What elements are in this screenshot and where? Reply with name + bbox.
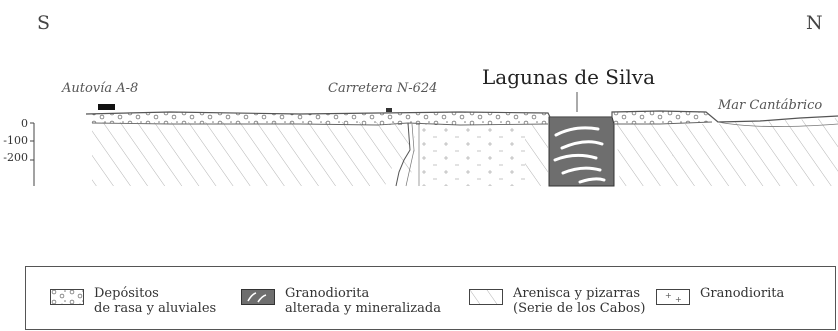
- south-label: S: [37, 12, 51, 34]
- sandstone-slate-body-mid: [525, 124, 548, 186]
- sandstone-slate-body-north: [616, 118, 838, 186]
- sandstone-swatch: [469, 289, 503, 305]
- cross-section-diagram: [30, 92, 838, 187]
- svg-text:+: +: [675, 295, 682, 304]
- carretera-label: Carretera N-624: [328, 81, 438, 96]
- deposits-swatch: [50, 289, 84, 305]
- granodiorite-swatch: + +: [656, 289, 690, 305]
- carretera-marker: [386, 108, 392, 112]
- depth-label-100: -100: [3, 134, 28, 147]
- depth-scale-bar: [30, 122, 35, 186]
- depth-label-200: -200: [3, 151, 28, 164]
- surface-deposits-south: [86, 112, 548, 125]
- autovia-marker: [98, 104, 115, 110]
- granodiorite-body: [414, 124, 525, 186]
- legend-box: Depósitos de rasa y aluviales Granodiori…: [25, 266, 836, 330]
- altered-granodiorite-swatch: [241, 289, 275, 305]
- mar-cantabrico-label: Mar Cantábrico: [718, 98, 823, 113]
- sea-line: [717, 121, 838, 127]
- surface-deposits-north: [612, 111, 712, 124]
- svg-text:+: +: [665, 291, 672, 300]
- mineral-veins: [553, 126, 606, 184]
- legend-label-deposits: Depósitos de rasa y aluviales: [94, 286, 217, 316]
- section-title: Lagunas de Silva: [482, 65, 656, 89]
- fault-line: [395, 122, 411, 187]
- sandstone-slate-body: [92, 122, 412, 186]
- legend-label-sandstone: Arenisca y pizarras (Serie de los Cabos): [513, 286, 646, 316]
- ground-surface-line: [85, 110, 838, 123]
- north-label: N: [806, 12, 823, 34]
- legend-label-altered-granodiorite: Granodiorita alterada y mineralizada: [285, 286, 441, 316]
- deposit-base-line: [91, 122, 549, 126]
- autovia-label: Autovía A-8: [62, 81, 139, 96]
- depth-label-0: 0: [21, 117, 28, 130]
- legend-label-granodiorite: Granodiorita: [700, 286, 785, 301]
